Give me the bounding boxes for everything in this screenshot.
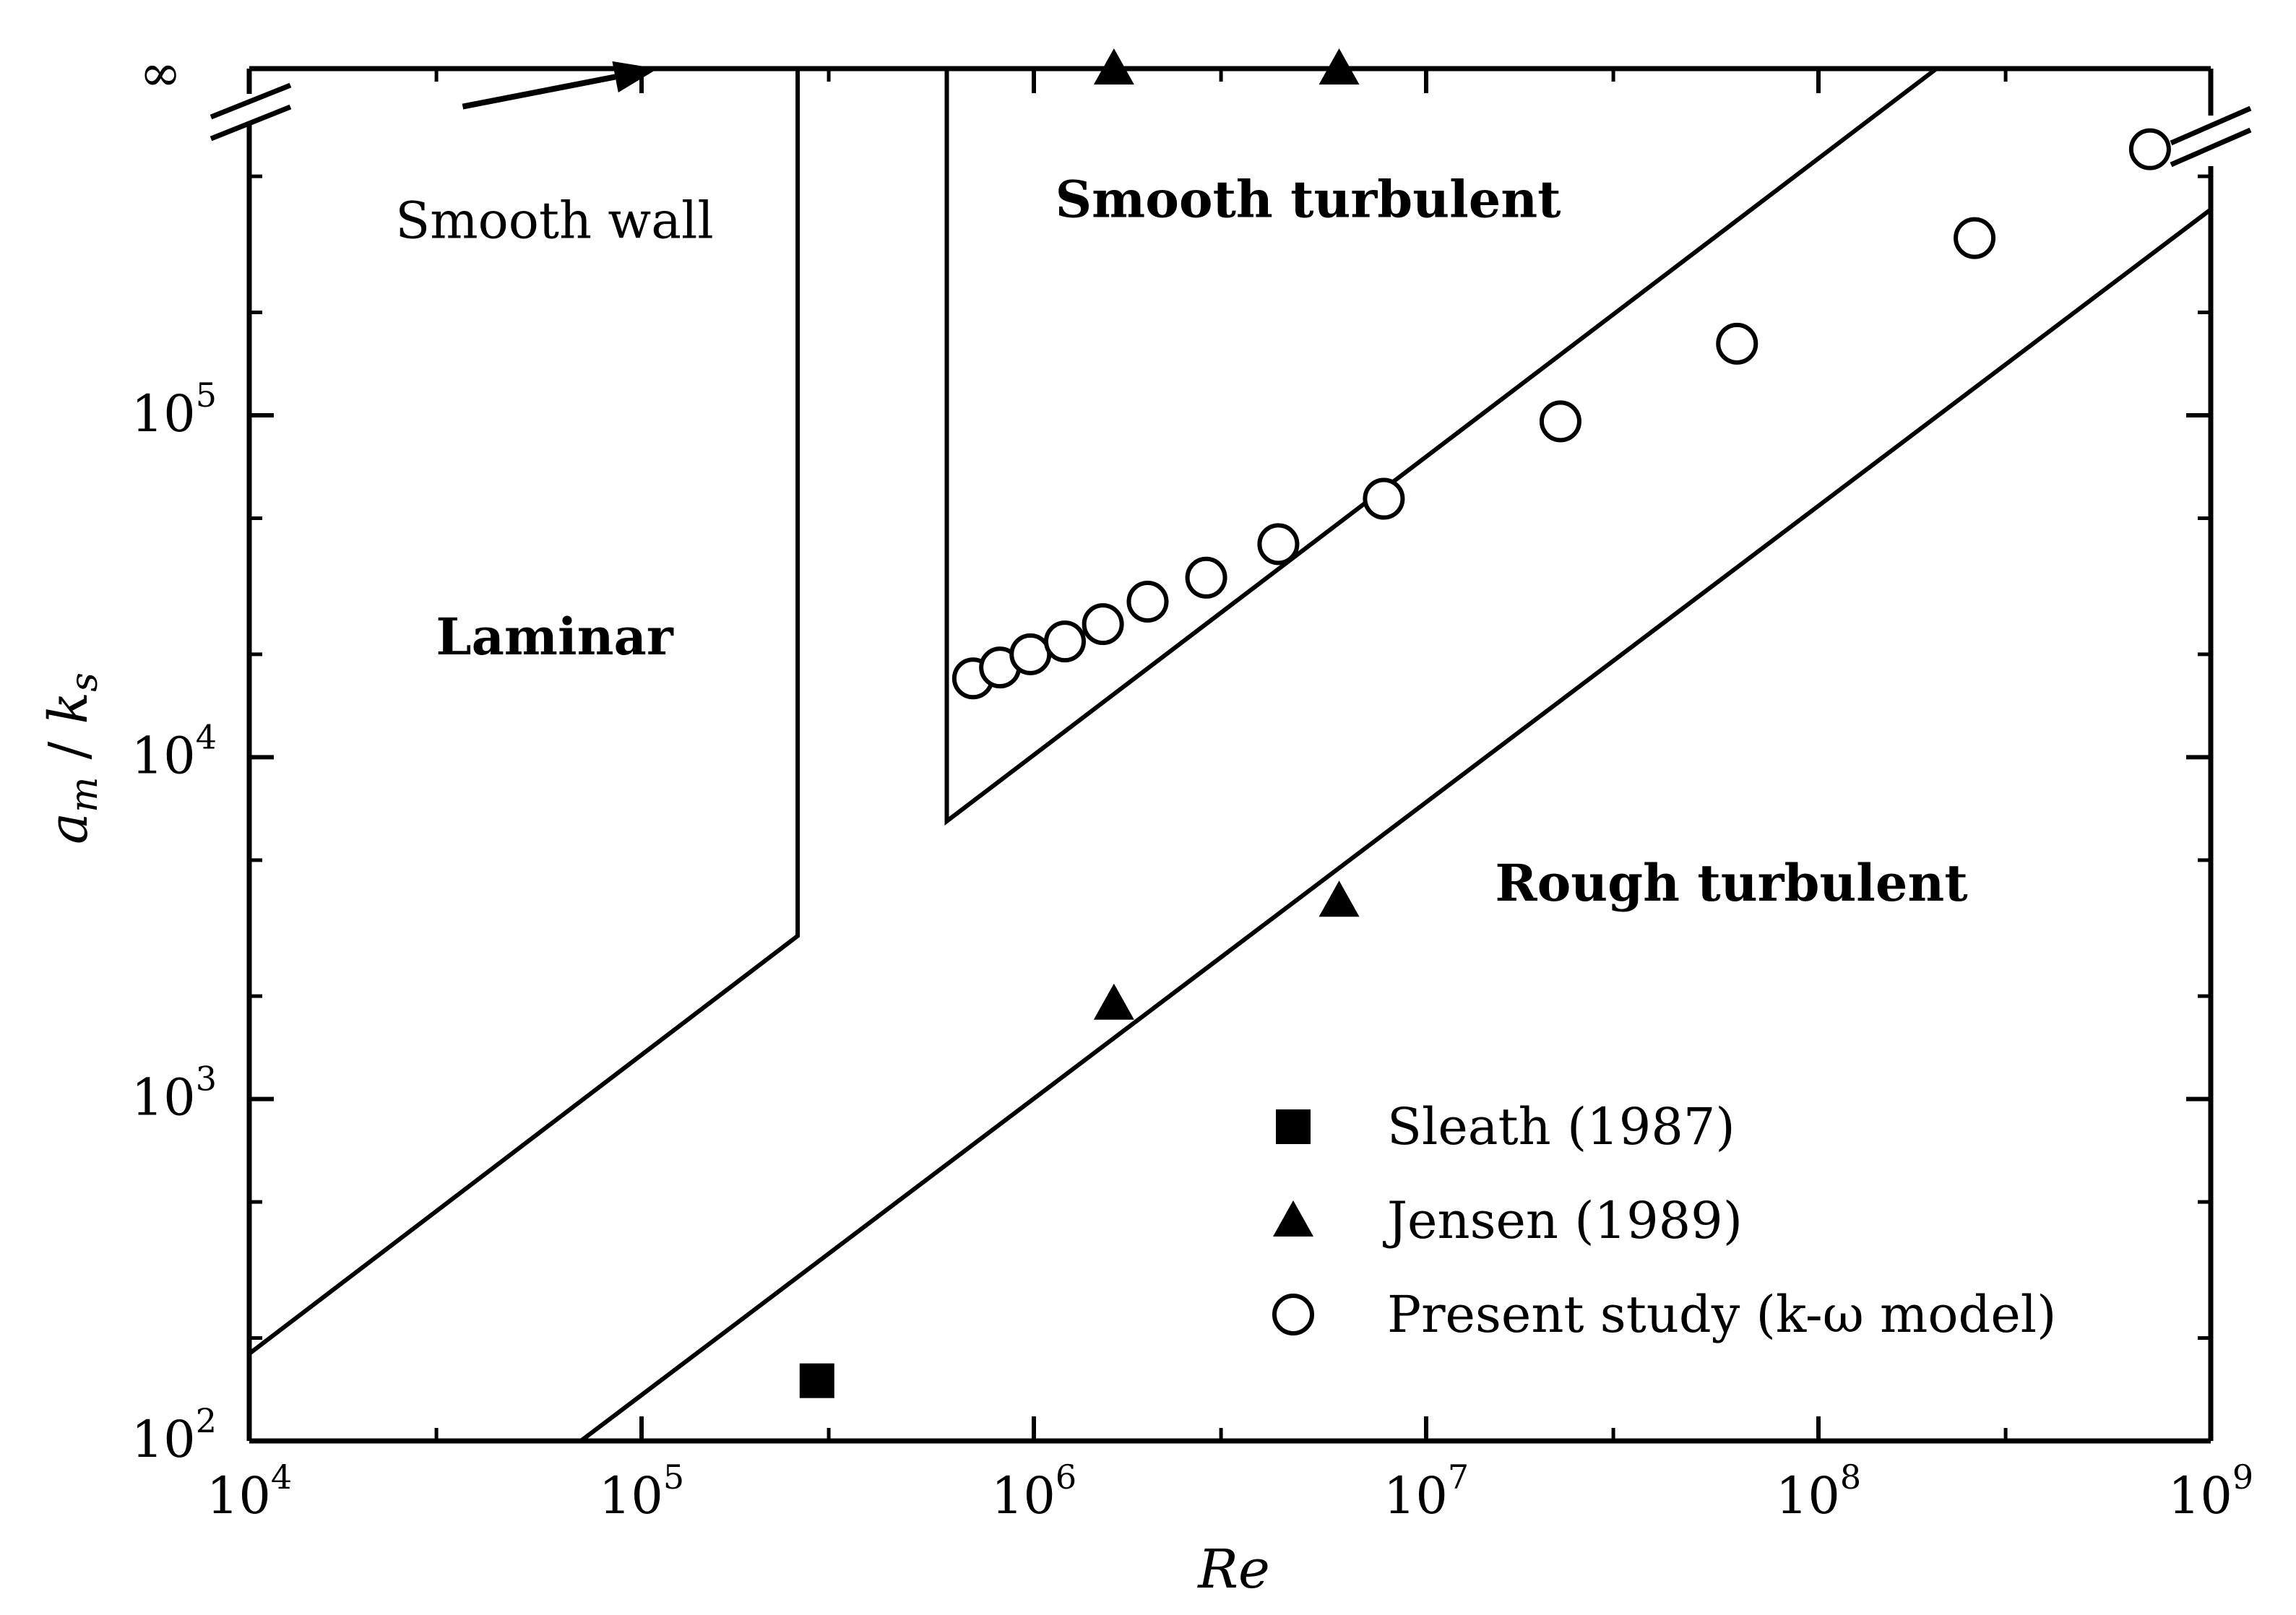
y-tick-label: 103 bbox=[131, 1060, 217, 1127]
x-tick-label-base: 10 bbox=[2168, 1466, 2232, 1525]
x-tick-label: 106 bbox=[991, 1458, 1076, 1525]
data-point-triangle bbox=[1093, 48, 1134, 85]
data-point-square bbox=[799, 1363, 834, 1398]
right-axis-break-mark-1 bbox=[2170, 105, 2252, 146]
data-point-circle-open bbox=[1126, 581, 1169, 623]
y-tick-label-base: 10 bbox=[131, 1410, 196, 1469]
legend: Sleath (1987) Jensen (1989) Present study … bbox=[1272, 1097, 2056, 1344]
regime-boundaries bbox=[248, 66, 2212, 1443]
left-axis-break-mark-2 bbox=[210, 104, 292, 142]
y-axis-title-sub-m: m bbox=[63, 777, 106, 813]
x-tick-label: 109 bbox=[2168, 1458, 2253, 1525]
smooth-wall-arrow bbox=[462, 61, 658, 110]
x-tick-label-exponent: 5 bbox=[663, 1458, 684, 1497]
y-tick-label: 104 bbox=[131, 717, 217, 785]
y-tick-label-exponent: 5 bbox=[196, 376, 217, 415]
legend-label: Present study (k-ω model) bbox=[1387, 1285, 2056, 1344]
x-tick-label: 105 bbox=[599, 1458, 684, 1525]
x-tick-label-exponent: 4 bbox=[271, 1458, 292, 1497]
data-point-circle-open bbox=[1539, 400, 1581, 443]
y-tick-label-exponent: 2 bbox=[196, 1401, 217, 1440]
region-label-smooth-wall: Smooth wall bbox=[395, 191, 714, 251]
x-tick-label-base: 10 bbox=[207, 1466, 271, 1525]
data-point-triangle bbox=[1093, 983, 1134, 1020]
x-tick-label-exponent: 7 bbox=[1448, 1458, 1469, 1497]
y-axis-title-sub-s: s bbox=[63, 672, 106, 692]
plot-frame bbox=[210, 66, 2252, 1444]
y-axis-title-slash: / bbox=[38, 742, 100, 760]
y-tick-label-exponent: 3 bbox=[196, 1060, 217, 1099]
y-tick-label-exponent: 4 bbox=[196, 717, 217, 756]
x-tick-label-exponent: 6 bbox=[1056, 1458, 1076, 1497]
x-tick-label: 104 bbox=[207, 1458, 292, 1525]
left-axis-break-mark-1 bbox=[210, 82, 292, 120]
x-tick-label: 107 bbox=[1384, 1458, 1469, 1525]
region-label-smooth-turbulent: Smooth turbulent bbox=[1056, 170, 1561, 230]
data-point-circle-open bbox=[1716, 322, 1758, 365]
y-tick-label: 102 bbox=[131, 1401, 217, 1469]
data-point-circle-open bbox=[1257, 523, 1300, 566]
y-axis-title-a: a bbox=[38, 813, 100, 844]
legend-label: Sleath (1987) bbox=[1387, 1097, 1735, 1156]
infinity-label: ∞ bbox=[139, 43, 181, 103]
boundary-line-laminar-lower bbox=[248, 69, 800, 1356]
legend-marker-square bbox=[1276, 1109, 1311, 1144]
data-point-circle-open bbox=[1009, 633, 1052, 675]
data-point-circle-open bbox=[1363, 477, 1405, 520]
data-point-circle-open bbox=[1954, 217, 1996, 259]
y-axis-title: am / ks bbox=[38, 672, 106, 844]
axis-ticks bbox=[247, 69, 2213, 1443]
y-tick-label: 105 bbox=[131, 376, 217, 443]
right-axis-break-mark-2 bbox=[2170, 127, 2252, 168]
x-tick-label-exponent: 9 bbox=[2232, 1458, 2253, 1497]
data-point-circle-open bbox=[1185, 556, 1227, 599]
arrow-shaft bbox=[462, 74, 616, 110]
region-label-rough-turbulent: Rough turbulent bbox=[1495, 853, 1967, 913]
y-axis-title-k: k bbox=[38, 692, 100, 724]
x-tick-label-exponent: 8 bbox=[1840, 1458, 1861, 1497]
x-axis-title: Re bbox=[1196, 1538, 1270, 1601]
data-point-triangle bbox=[1319, 48, 1360, 85]
x-tick-label-base: 10 bbox=[991, 1466, 1056, 1525]
legend-marker-triangle bbox=[1273, 1200, 1313, 1237]
legend-label: Jensen (1989) bbox=[1383, 1191, 1743, 1250]
x-tick-label: 108 bbox=[1776, 1458, 1861, 1525]
arrow-head bbox=[612, 61, 658, 93]
boundary-line-smooth-turbulent bbox=[944, 66, 1938, 826]
legend-marker-circle-open bbox=[1272, 1294, 1314, 1335]
data-point-circle-open bbox=[1043, 620, 1086, 663]
data-point-circle-open bbox=[1082, 603, 1124, 646]
region-label-laminar: Laminar bbox=[436, 607, 673, 667]
x-tick-label-base: 10 bbox=[1384, 1466, 1448, 1525]
y-tick-label-base: 10 bbox=[131, 384, 196, 443]
data-point-triangle bbox=[1319, 880, 1360, 917]
x-tick-label-base: 10 bbox=[1776, 1466, 1840, 1525]
boundary-line-rough-lower bbox=[579, 207, 2212, 1443]
data-point-circle-open bbox=[2128, 128, 2171, 170]
y-tick-label-base: 10 bbox=[131, 726, 196, 785]
x-tick-label-base: 10 bbox=[599, 1466, 663, 1525]
data-markers bbox=[799, 48, 2171, 1398]
y-tick-label-base: 10 bbox=[131, 1068, 196, 1127]
